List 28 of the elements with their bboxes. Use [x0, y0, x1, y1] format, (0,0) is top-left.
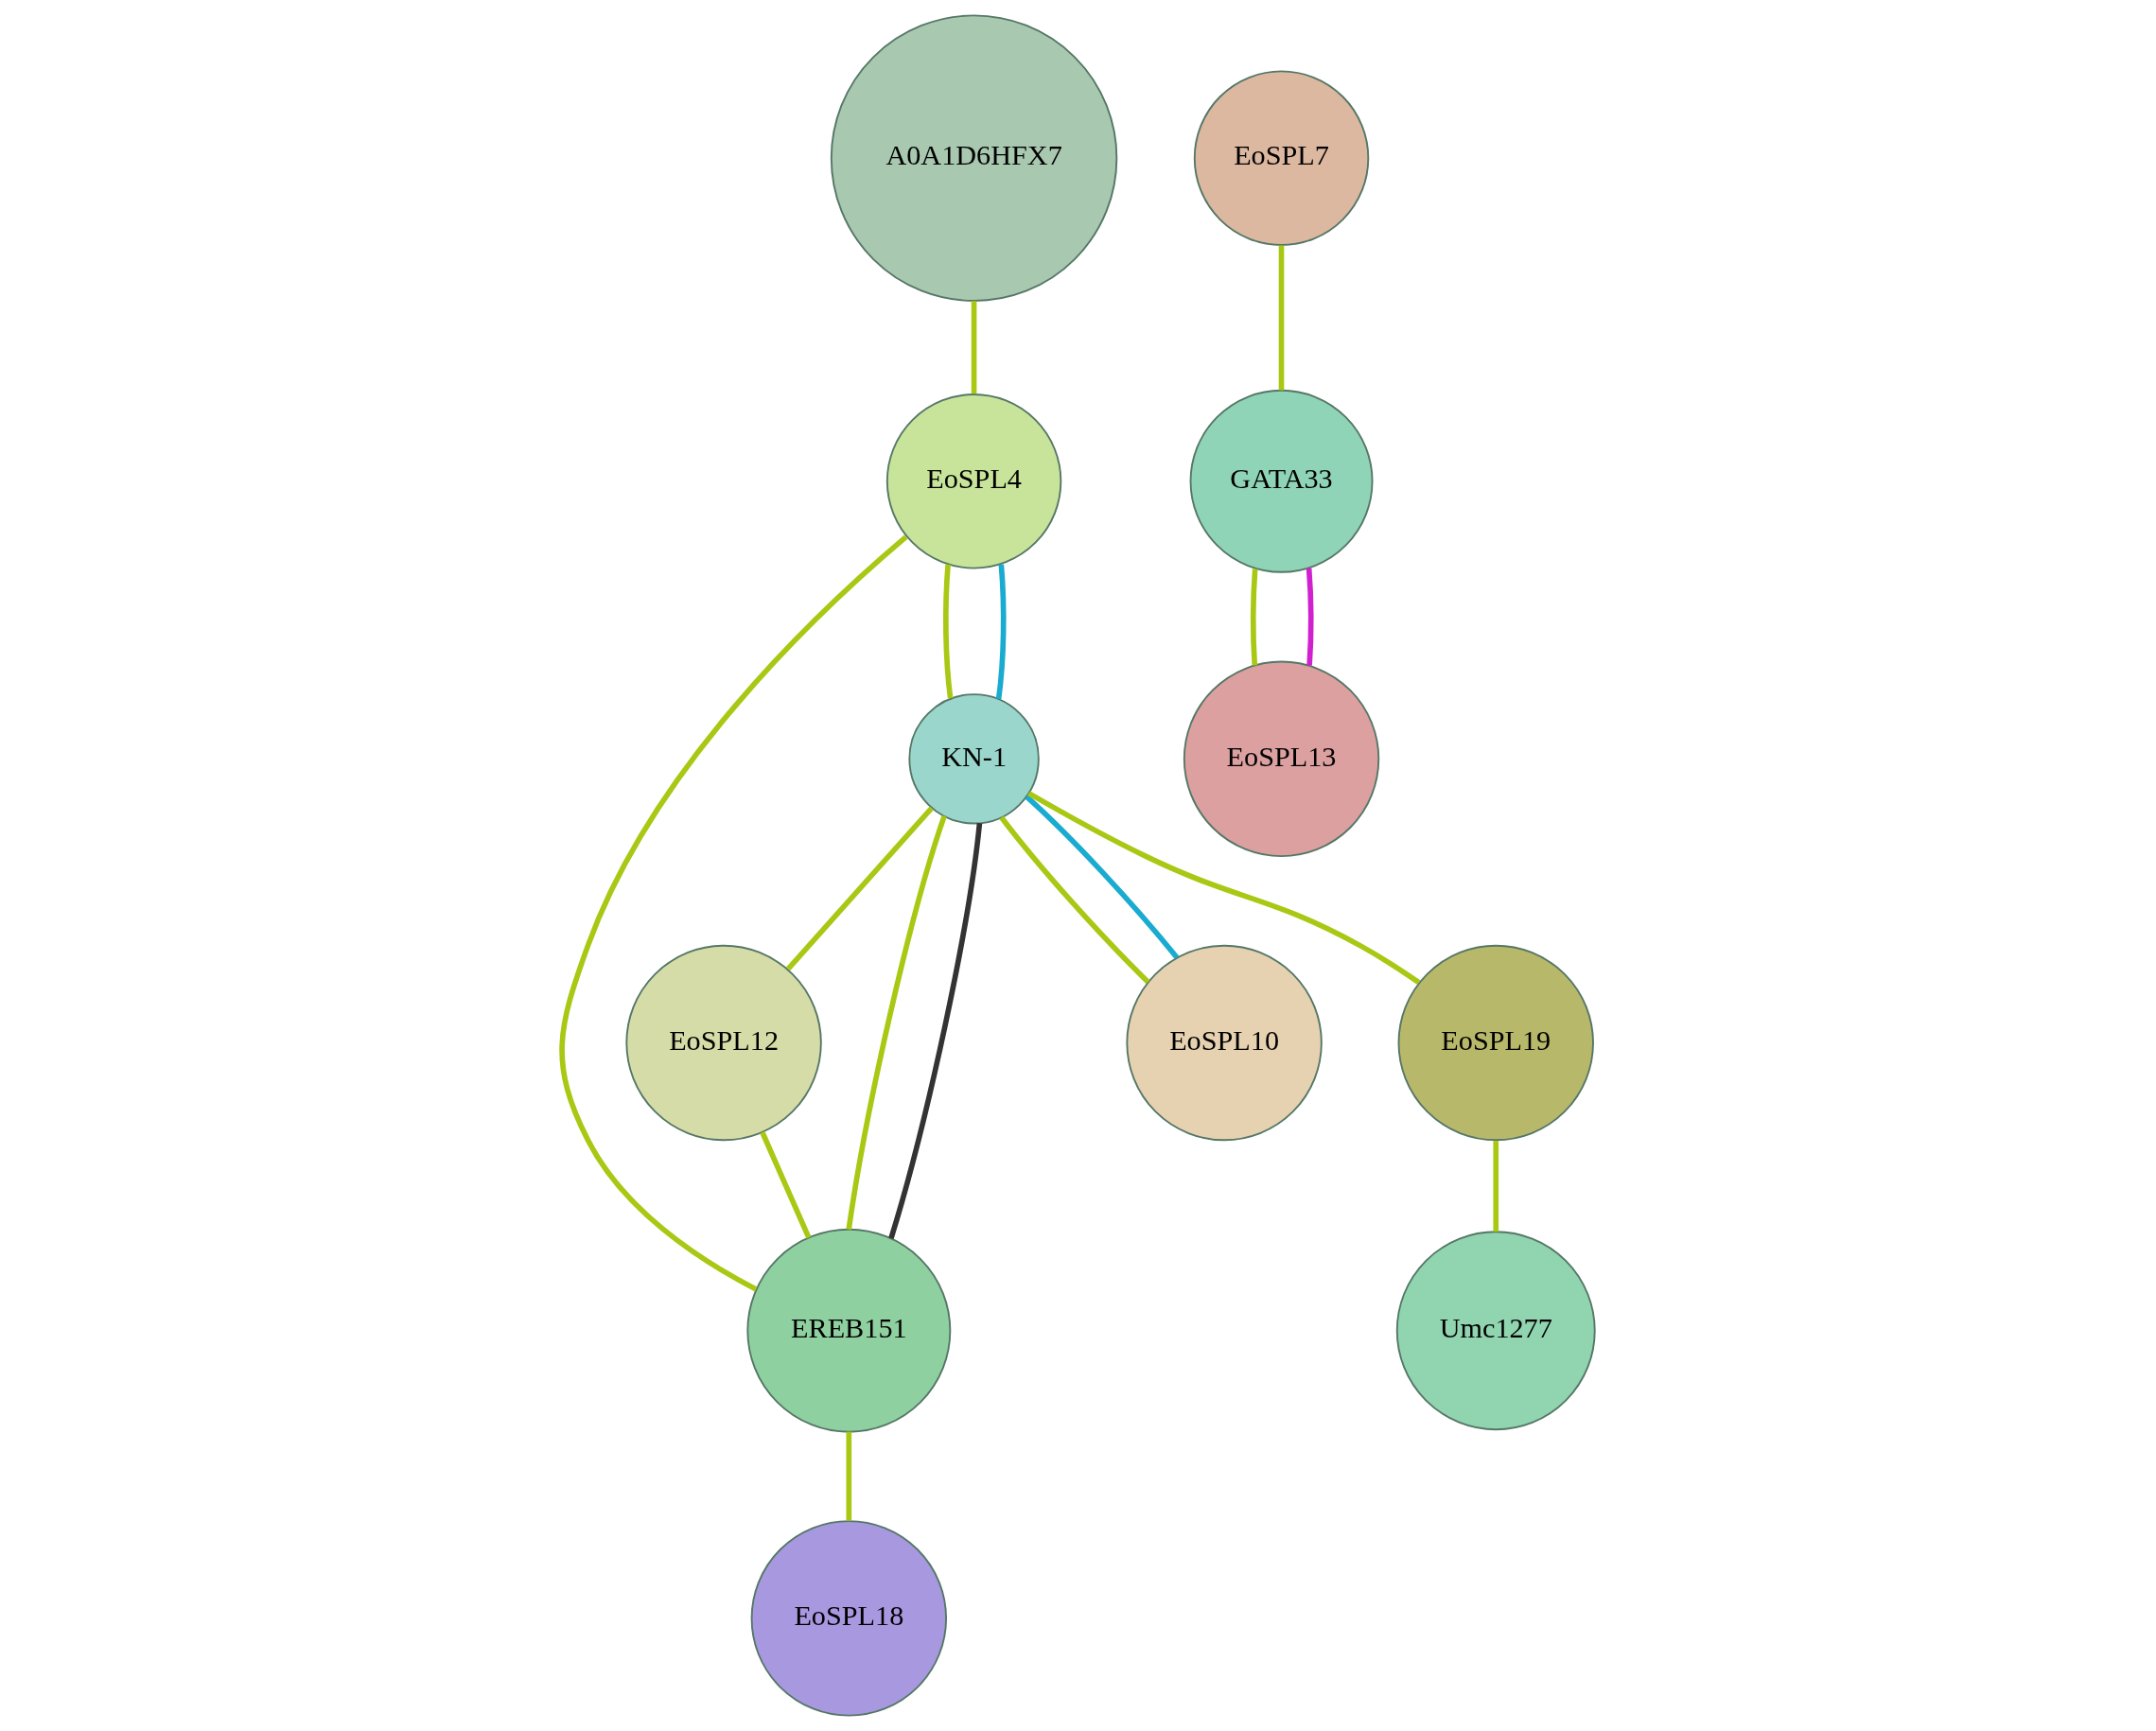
connector — [785, 806, 934, 971]
connector — [999, 815, 1150, 985]
node-circle: GATA33 — [1189, 389, 1374, 573]
connector — [971, 301, 977, 394]
connector — [943, 564, 954, 699]
connector — [846, 1431, 852, 1521]
connector — [888, 822, 983, 1239]
connector — [995, 564, 1007, 700]
node-circle: EoSPL4 — [885, 393, 1062, 569]
connector — [1306, 568, 1314, 666]
node-circle: EREB151 — [746, 1228, 952, 1433]
node-circle: Umc1277 — [1395, 1231, 1596, 1431]
connector — [760, 1130, 812, 1239]
node-circle: KN-1 — [908, 693, 1040, 825]
node-circle: EoSPL13 — [1183, 660, 1380, 857]
node-circle: EoSPL7 — [1193, 70, 1370, 246]
node-circle: EoSPL19 — [1397, 944, 1594, 1142]
connector — [1025, 795, 1180, 960]
connector — [1027, 791, 1421, 986]
node-circle: EoSPL18 — [750, 1520, 948, 1717]
connector — [846, 815, 947, 1231]
connector — [1493, 1141, 1499, 1233]
node-circle: A0A1D6HFX7 — [830, 14, 1118, 302]
node-circle: EoSPL10 — [1126, 944, 1323, 1142]
connector — [559, 534, 908, 1292]
connector — [1250, 568, 1258, 666]
connector — [1278, 245, 1285, 391]
node-circle: EoSPL12 — [625, 944, 822, 1142]
